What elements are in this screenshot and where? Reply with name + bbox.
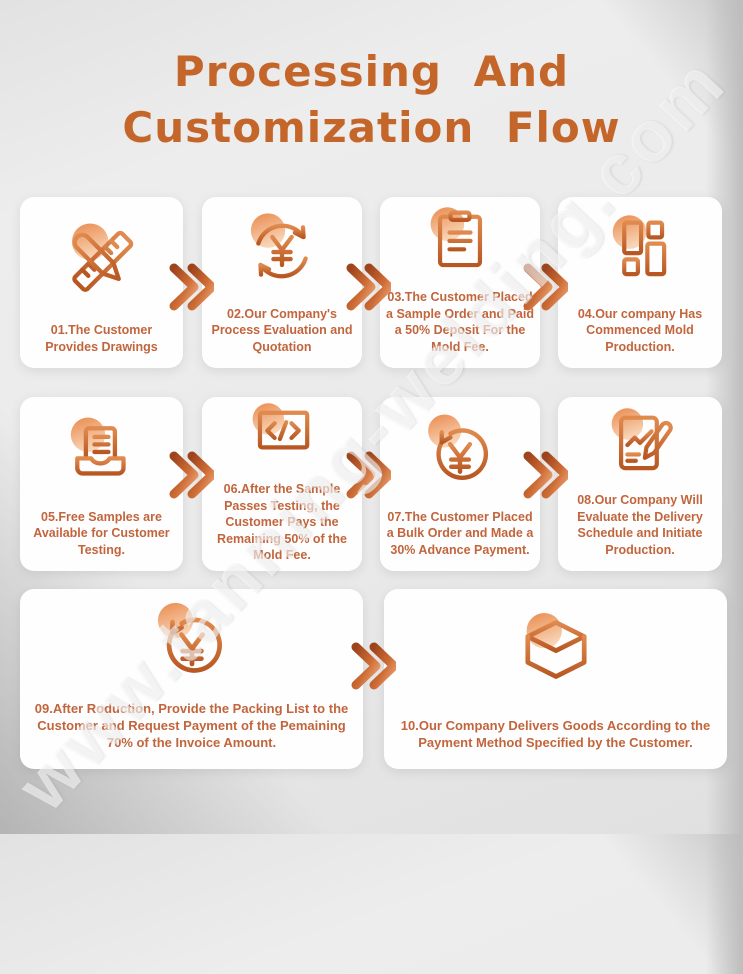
step-label: 09.After Roduction, Provide the Packing … [34,700,349,750]
step-label: 06.After the Sample Passes Testing, the … [217,482,347,562]
step-label: 04.Our company Has Commenced Mold Produc… [577,306,703,354]
step-card-09: 09.After Roduction, Provide the Packing … [20,589,363,769]
sample-tray-icon [59,397,145,509]
payment-cycle-icon [145,589,239,700]
step-label: 08.Our Company Will Evaluate the Deliver… [577,493,703,557]
payment-cycle-icon [416,397,504,509]
step-label: 10.Our Company Delivers Goods According … [400,717,711,750]
page-title-line2: Customization Flow [122,103,621,152]
flow-arrow-icon [346,263,391,311]
delivery-box-icon [509,589,603,717]
step-label: 05.Free Samples are Available for Custom… [33,509,170,557]
page-title-line1: Processing And [173,47,570,96]
flow-arrow-icon [346,451,391,499]
flow-arrow-icon [523,451,568,499]
processing-flow-infographic: { "title": {"line1": "Processing And", "… [0,0,743,834]
flow-arrow-icon [523,263,568,311]
process-evaluation-icon [239,197,325,306]
step-card-08: 08.Our Company Will Evaluate the Deliver… [558,397,722,571]
step-card-07: 07.The Customer Placed a Bulk Order and … [380,397,540,571]
step-card-05: 05.Free Samples are Available for Custom… [20,397,183,571]
flow-arrow-icon [351,642,396,690]
testing-monitor-icon [240,397,324,481]
step-card-02: 02.Our Company's Process Evaluation and … [202,197,362,368]
step-label: 01.The Customer Provides Drawings [45,323,158,354]
flow-arrow-icon [169,451,214,499]
page-title: Processing And Customization Flow [0,44,743,156]
step-card-03: 03.The Customer Placed a Sample Order an… [380,197,540,368]
step-label: 03.The Customer Placed a Sample Order an… [386,290,534,354]
mold-blocks-icon [598,197,682,306]
drawing-tools-icon [59,197,145,322]
step-card-06: 06.After the Sample Passes Testing, the … [202,397,362,571]
step-card-10: 10.Our Company Delivers Goods According … [384,589,727,769]
order-clipboard-icon [418,197,502,289]
step-label: 07.The Customer Placed a Bulk Order and … [386,509,534,557]
schedule-evaluation-icon [598,397,682,492]
step-card-04: 04.Our company Has Commenced Mold Produc… [558,197,722,368]
step-card-01: 01.The Customer Provides Drawings [20,197,183,368]
flow-arrow-icon [169,263,214,311]
step-label: 02.Our Company's Process Evaluation and … [211,306,353,354]
